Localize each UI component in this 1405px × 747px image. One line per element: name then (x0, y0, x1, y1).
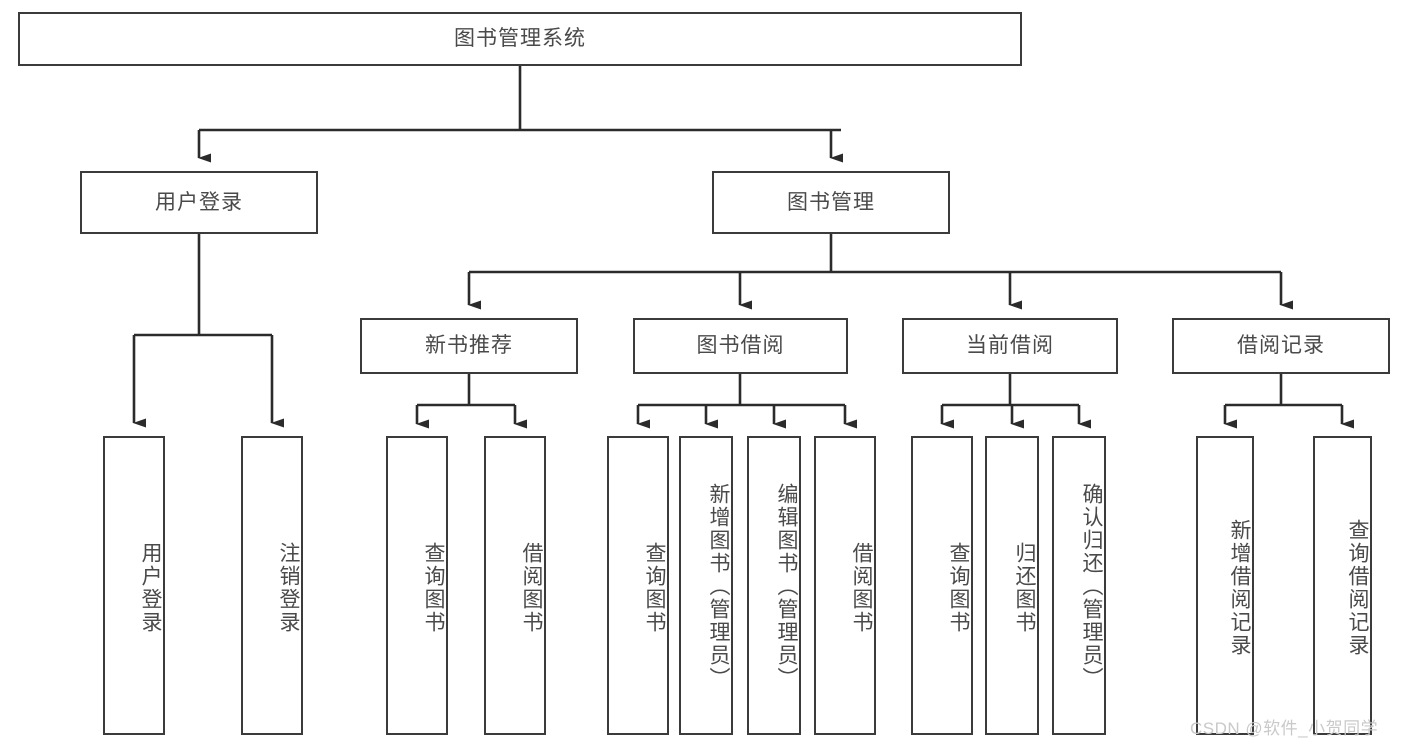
node-leaf-11[interactable]: 确认归还（管理员） (1052, 436, 1106, 735)
node-leaf-13[interactable]: 查询借阅记录 (1313, 436, 1372, 735)
node-leaf-2[interactable]: 注销登录 (241, 436, 303, 735)
node-level2-3[interactable]: 当前借阅 (902, 318, 1118, 374)
node-leaf-7[interactable]: 编辑图书（管理员） (747, 436, 801, 735)
node-leaf-5[interactable]: 查询图书 (607, 436, 669, 735)
node-leaf-3[interactable]: 查询图书 (386, 436, 448, 735)
node-level1-2[interactable]: 图书管理 (712, 171, 950, 234)
node-leaf-12[interactable]: 新增借阅记录 (1196, 436, 1254, 735)
node-level2-4[interactable]: 借阅记录 (1172, 318, 1390, 374)
csdn-watermark: CSDN @软件_小贺同学 (1190, 719, 1379, 738)
node-leaf-4[interactable]: 借阅图书 (484, 436, 546, 735)
node-root-book-management-system[interactable]: 图书管理系统 (18, 12, 1022, 66)
node-level2-2[interactable]: 图书借阅 (633, 318, 848, 374)
node-level2-1[interactable]: 新书推荐 (360, 318, 578, 374)
node-leaf-8[interactable]: 借阅图书 (814, 436, 876, 735)
node-leaf-1[interactable]: 用户登录 (103, 436, 165, 735)
node-leaf-6[interactable]: 新增图书（管理员） (679, 436, 733, 735)
node-leaf-10[interactable]: 归还图书 (985, 436, 1039, 735)
node-leaf-9[interactable]: 查询图书 (911, 436, 973, 735)
node-level1-1[interactable]: 用户登录 (80, 171, 318, 234)
